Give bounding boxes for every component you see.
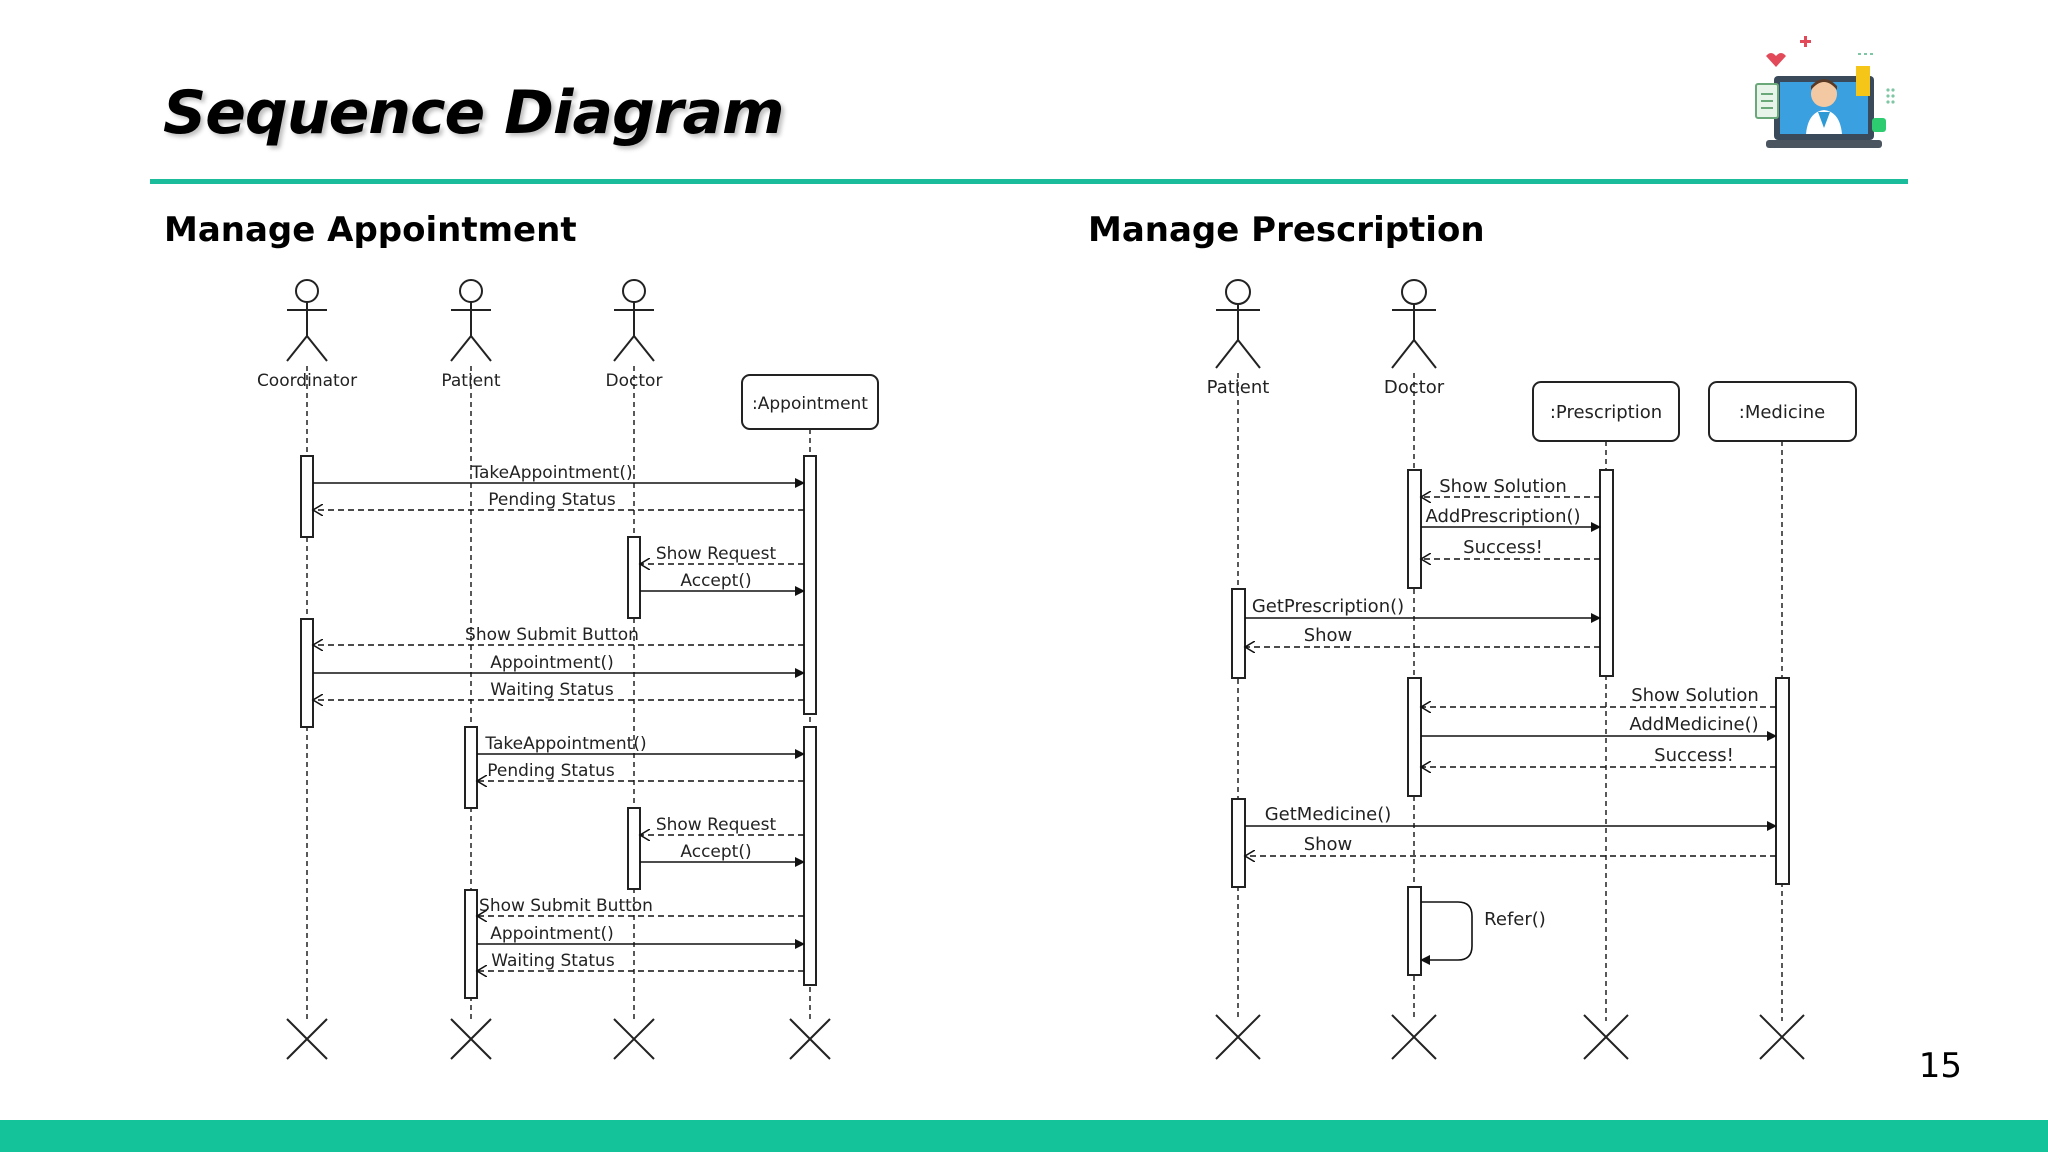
message-label: Show Submit Button bbox=[465, 625, 639, 645]
manage-appointment-diagram: Coordinator Patient Doctor :Appointment bbox=[0, 0, 1040, 1100]
message-label: TakeAppointment() bbox=[484, 734, 646, 754]
self-message-arrow bbox=[1420, 901, 1473, 965]
message-label: Success! bbox=[1654, 745, 1734, 766]
page-number: 15 bbox=[1918, 1046, 1962, 1086]
message-label: Show Request bbox=[656, 815, 777, 835]
actor-patient bbox=[1215, 279, 1261, 369]
actor-doctor bbox=[613, 279, 655, 362]
actor-coordinator bbox=[286, 279, 328, 362]
participant-label: Patient bbox=[441, 371, 501, 391]
message-label: Waiting Status bbox=[491, 951, 615, 971]
actor-patient bbox=[450, 279, 492, 362]
message-label: Show Request bbox=[656, 544, 777, 564]
message-label: GetMedicine() bbox=[1265, 804, 1392, 825]
message-label: Waiting Status bbox=[490, 680, 614, 700]
message-label: Show Solution bbox=[1631, 685, 1759, 706]
message-label: AddMedicine() bbox=[1629, 714, 1758, 735]
message-label: TakeAppointment() bbox=[470, 463, 632, 483]
message-label: Refer() bbox=[1484, 909, 1546, 930]
message-label: Pending Status bbox=[488, 490, 616, 510]
participant-label: Patient bbox=[1207, 377, 1270, 398]
message-label: Show Solution bbox=[1439, 476, 1567, 497]
manage-appointment-heading: Manage Appointment bbox=[164, 210, 577, 250]
destruction-marks bbox=[286, 1018, 831, 1060]
message-label: AddPrescription() bbox=[1425, 506, 1580, 527]
message-label: Show bbox=[1304, 625, 1353, 646]
message-label: Success! bbox=[1463, 537, 1543, 558]
participant-label: :Prescription bbox=[1550, 402, 1662, 423]
message-label: Appointment() bbox=[490, 924, 614, 944]
participant-label: Doctor bbox=[1384, 377, 1445, 398]
destruction-marks bbox=[1215, 1014, 1805, 1060]
participant-label: Doctor bbox=[606, 371, 663, 391]
activation-bars bbox=[300, 455, 817, 999]
actor-doctor bbox=[1391, 279, 1437, 369]
title-underline bbox=[150, 179, 1908, 184]
participant-label: Coordinator bbox=[257, 371, 357, 391]
activation-bars bbox=[1231, 469, 1790, 976]
footer-bar bbox=[0, 1120, 2048, 1152]
message-label: Accept() bbox=[680, 571, 751, 591]
manage-prescription-heading: Manage Prescription bbox=[1088, 210, 1485, 250]
message-label: Pending Status bbox=[487, 761, 615, 781]
participant-label: :Medicine bbox=[1739, 402, 1825, 423]
slide-title: Sequence Diagram bbox=[163, 78, 785, 148]
participant-label: :Appointment bbox=[752, 394, 868, 414]
message-label: Accept() bbox=[680, 842, 751, 862]
manage-prescription-diagram: Patient Doctor :Prescription :Medicine bbox=[1040, 0, 2048, 1100]
message-label: GetPrescription() bbox=[1252, 596, 1404, 617]
message-label: Show bbox=[1304, 834, 1353, 855]
doctor-laptop-icon bbox=[1752, 36, 1902, 154]
message-label: Appointment() bbox=[490, 653, 614, 673]
message-label: Show Submit Button bbox=[479, 896, 653, 916]
